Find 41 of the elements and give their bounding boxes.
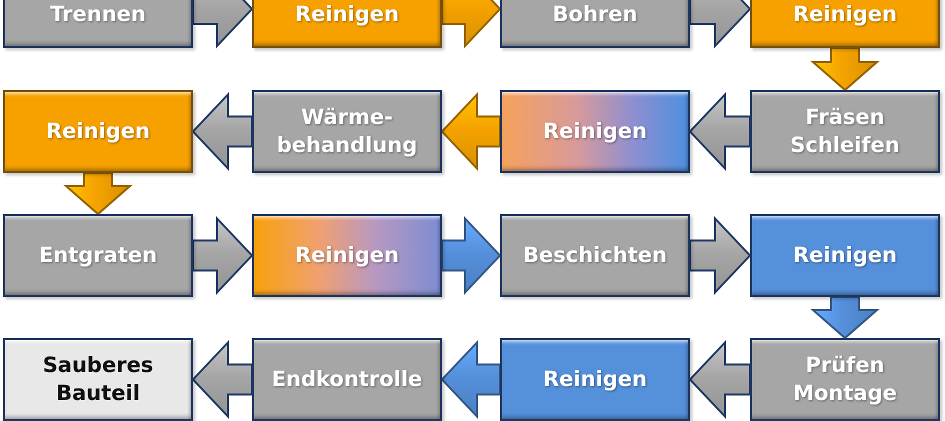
step-label: Reinigen xyxy=(46,118,150,145)
block-arrow xyxy=(441,0,502,49)
step-label: Reinigen xyxy=(295,1,399,28)
process-box xyxy=(750,338,940,421)
step-label: Entgraten xyxy=(38,242,158,269)
block-arrow xyxy=(689,216,752,296)
process-box xyxy=(500,338,690,421)
block-arrow xyxy=(63,172,133,216)
step-label: Trennen xyxy=(50,1,146,28)
process-box xyxy=(750,90,940,173)
step-label: Reinigen xyxy=(793,242,897,269)
process-box xyxy=(252,214,442,297)
block-arrow xyxy=(192,92,253,172)
process-box xyxy=(252,90,442,173)
block-arrow xyxy=(810,296,880,340)
process-box xyxy=(3,338,193,421)
process-box xyxy=(3,214,193,297)
block-arrow xyxy=(688,340,751,420)
step-label: Endkontrolle xyxy=(272,366,422,393)
step-label: Reinigen xyxy=(793,1,897,28)
block-arrow xyxy=(440,340,501,420)
block-arrow xyxy=(441,216,502,296)
step-label: Reinigen xyxy=(543,366,647,393)
step-label: Beschichten xyxy=(523,242,667,269)
step-label: Prüfen Montage xyxy=(792,352,898,406)
block-arrow xyxy=(440,92,501,172)
block-arrow xyxy=(689,0,752,49)
process-box xyxy=(500,90,690,173)
block-arrow xyxy=(192,340,253,420)
step-label: Sauberes Bauteil xyxy=(42,352,154,406)
step-label: Wärme- behandlung xyxy=(276,104,418,158)
process-box xyxy=(252,338,442,421)
step-label: Bohren xyxy=(552,1,638,28)
step-label: Fräsen Schleifen xyxy=(789,104,901,158)
process-box xyxy=(3,90,193,173)
block-arrow xyxy=(192,0,254,49)
block-arrow xyxy=(192,216,254,296)
process-box xyxy=(500,214,690,297)
block-arrow xyxy=(810,47,880,92)
process-box xyxy=(750,214,940,297)
block-arrow xyxy=(688,92,751,172)
